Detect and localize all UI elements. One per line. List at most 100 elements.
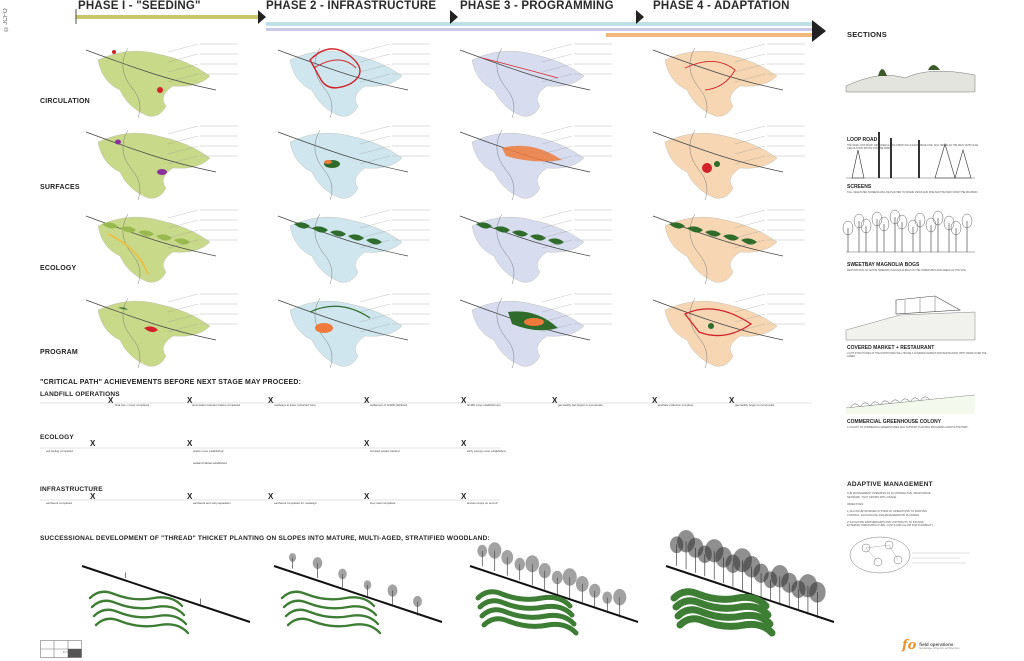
section-greenhouses: [845, 394, 976, 414]
section-desc-greenhouse: A COLONY OF COMMERCIAL GREENHOUSES WILL …: [847, 426, 969, 429]
section-desc-magnolia: RESTORATION OF NATIVE SWEETBAY MAGNOLIA …: [847, 269, 967, 272]
sheet-number: 6 / 6: [63, 650, 69, 654]
section-title-greenhouse: COMMERCIAL GREENHOUSE COLONY: [847, 419, 942, 425]
section-desc-market: LIGHT STRUCTURES AT THE NORTH PARK WILL …: [847, 352, 987, 359]
phase-arrow-4: [812, 20, 826, 42]
milestone-item: loop road completed: [370, 501, 396, 505]
milestone-item: landfill cover establishment: [467, 403, 501, 407]
thicket-succession-slopes: [81, 530, 835, 637]
milestone-mark: X: [552, 396, 558, 405]
sections-heading: SECTIONS: [847, 30, 887, 39]
milestone-mark: X: [364, 439, 370, 448]
site-plan-circulation-phase-3: [459, 43, 612, 119]
thicket-slope-stage-1: [81, 565, 251, 635]
row-label-program: PROGRAM: [40, 349, 78, 356]
milestone-mark: X: [108, 396, 114, 405]
phase-timeline: [75, 9, 826, 42]
section-desc-screens: TALL VEGETATED SCREENS WILL BE PLANTED T…: [847, 191, 979, 194]
milestone-item: access ramps on and off: [467, 501, 498, 505]
milestone-group-infrastructure: INFRASTRUCTURE: [40, 486, 103, 493]
milestone-mark: X: [364, 396, 370, 405]
site-plan-ecology-phase-1: [85, 209, 238, 285]
critical-path-heading: "CRITICAL PATH" ACHIEVEMENTS BEFORE NEXT…: [40, 379, 302, 386]
thicket-slope-stage-4: [665, 530, 835, 637]
section-market: [845, 295, 976, 341]
row-label-ecology: ECOLOGY: [40, 265, 77, 272]
phase-bar-3: [266, 28, 812, 31]
milestone-mark: X: [90, 439, 96, 448]
logo-mark: fo: [902, 638, 917, 653]
site-plan-ecology-phase-4: [652, 209, 805, 285]
phase-1-title: PHASE I - "SEEDING": [78, 0, 201, 12]
milestone-mark: X: [729, 396, 735, 405]
milestone-item: wetland habitat established: [193, 461, 227, 465]
phase-bar-4: [606, 33, 812, 37]
thicket-slope-stage-3: [469, 542, 639, 636]
logo-subtitle: landscape urbanism architecture: [919, 645, 960, 650]
site-plan-program-phase-1: [85, 293, 238, 369]
milestone-mark: X: [268, 396, 274, 405]
site-plan-surfaces-phase-2: [277, 125, 430, 201]
thread-heading: SUCCESSIONAL DEVELOPMENT OF "THREAD" THI…: [40, 535, 490, 542]
section-illustrations: [842, 65, 976, 574]
milestone-item: earthwork completed: [46, 501, 72, 505]
milestone-item: soil testing completed: [46, 449, 73, 453]
milestone-item: gas facility has begun to incorporate: [558, 403, 603, 407]
phase-arrow-1: [258, 10, 266, 24]
milestone-mark: X: [187, 396, 193, 405]
adaptive-management-diagram: [849, 536, 970, 574]
site-plan-grid: [85, 43, 805, 369]
milestone-item: settlement of landfill stabilized: [370, 403, 408, 407]
phase-2-title: PHASE 2 - INFRASTRUCTURE: [266, 0, 437, 12]
milestone-item: early canopy cover established: [467, 449, 506, 453]
site-plan-ecology-phase-2: [277, 209, 430, 285]
phase-arrow-2: [450, 10, 458, 24]
section-title-loop-road: LOOP ROAD: [847, 137, 878, 143]
phase-3-title: PHASE 3 - PROGRAMMING: [460, 0, 614, 12]
site-plan-ecology-phase-3: [459, 209, 612, 285]
site-plan-circulation-phase-2: [277, 43, 430, 119]
milestone-item: earthwork and soil preparation: [193, 501, 231, 505]
firm-logo: fo field operations landscape urbanism a…: [902, 638, 960, 653]
milestone-item: roadways to lower restricted zone: [274, 403, 316, 407]
milestone-mark: X: [364, 492, 370, 501]
milestone-item: gas facility begun to incorporate: [735, 403, 775, 407]
site-plan-circulation-phase-4: [652, 43, 805, 119]
phase-bar-1: [76, 15, 258, 19]
phase-bar-2: [266, 22, 812, 26]
milestone-group-landfill: LANDFILL OPERATIONS: [40, 391, 120, 398]
adaptive-management-body: THE MANAGEMENT OPERATES AS AN INTERACTIV…: [847, 492, 934, 528]
milestone-mark: X: [187, 492, 193, 501]
section-title-screens: SCREENS: [847, 184, 872, 190]
milestone-item: leachate collection complete: [658, 403, 694, 407]
site-plan-surfaces-phase-4: [652, 125, 805, 201]
site-plan-program-phase-2: [277, 293, 430, 369]
milestone-mark: X: [652, 396, 658, 405]
logo-name: field operations: [919, 641, 954, 647]
section-desc-loop-road: THE NEW LOOP ROAD, DESIGNED ALONG FRESH …: [847, 144, 979, 151]
row-label-surfaces: SURFACES: [40, 184, 80, 191]
milestone-item: earthwork completed for roadways: [274, 501, 317, 505]
milestone-mark: X: [461, 396, 467, 405]
milestone-mark: X: [90, 492, 96, 501]
milestone-group-ecology: ECOLOGY: [40, 434, 74, 441]
site-plan-surfaces-phase-3: [459, 125, 612, 201]
milestone-item: stormwater retention basins completed: [192, 403, 241, 407]
site-plan-circulation-phase-1: [85, 43, 238, 119]
section-title-market: COVERED MARKET + RESTAURANT: [847, 345, 935, 351]
phase-arrow-3: [636, 10, 644, 24]
adaptive-management-title: ADAPTIVE MANAGEMENT: [847, 481, 933, 488]
row-label-circulation: CIRCULATION: [40, 98, 90, 105]
section-loop-road: [845, 70, 976, 93]
milestone-lines: [40, 402, 812, 501]
section-title-magnolia: SWEETBAY MAGNOLIA BOGS: [847, 262, 920, 268]
milestone-mark: X: [461, 439, 467, 448]
site-plan-program-phase-4: [652, 293, 805, 369]
thicket-slope-stage-2: [273, 552, 443, 635]
milestone-item: final cap + cover completed: [115, 403, 150, 407]
site-plan-surfaces-phase-1: [85, 125, 238, 201]
milestone-mark: X: [187, 439, 193, 448]
site-plan-program-phase-3: [459, 293, 612, 369]
